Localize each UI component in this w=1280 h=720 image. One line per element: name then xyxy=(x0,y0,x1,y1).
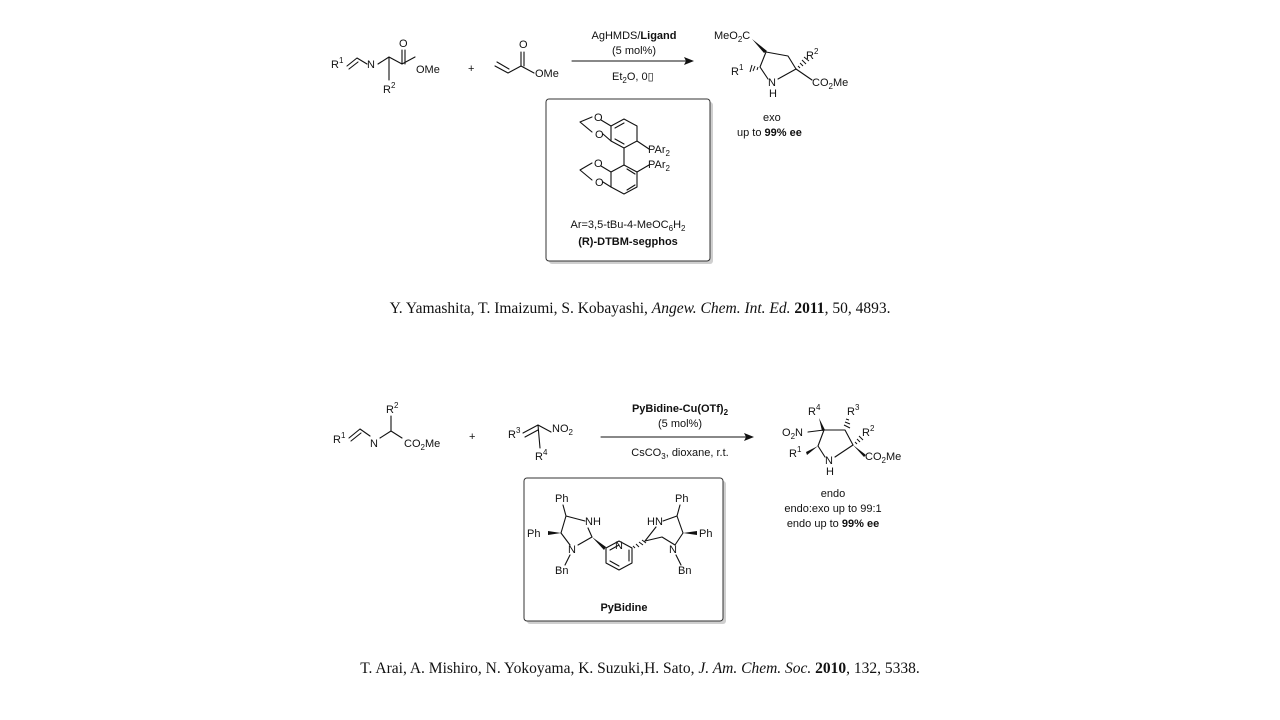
citation-1-journal: Angew. Chem. Int. Ed. xyxy=(651,300,791,317)
scheme2-product-ratio: endo:exo up to 99:1 xyxy=(784,503,881,515)
citation-2-journal: J. Am. Chem. Soc. xyxy=(698,660,812,677)
scheme1-product-pyrrolidine: MeO2C R2 CO2Me R1 N H exo up to 99% ee xyxy=(714,30,848,139)
scheme1-product-n: N xyxy=(768,77,776,89)
scheme2-r2-label: R2 xyxy=(386,401,399,416)
scheme2-r1-label: R1 xyxy=(333,431,346,446)
pybidine-ph-3: Ph xyxy=(675,493,688,505)
pybidine-nh-left: NH xyxy=(585,516,601,528)
scheme2-r4-label: R4 xyxy=(535,448,548,463)
scheme2-r3-label: R3 xyxy=(508,426,521,441)
scheme2-product-r4: R4 xyxy=(808,403,821,418)
scheme1-product-r2: R2 xyxy=(806,47,819,62)
scheme1-acrylate-o: O xyxy=(519,39,528,51)
scheme2-product-hash-r3 xyxy=(843,418,851,429)
scheme1-imine-n: N xyxy=(367,59,375,71)
scheme1-product-r1: R1 xyxy=(731,63,744,78)
scheme1-product-hash-r1 xyxy=(749,64,759,73)
scheme-2: R1 N R2 CO2Me + R3 NO2 R4 PyBidine-Cu(OT… xyxy=(333,401,901,624)
pybidine-bn-left: Bn xyxy=(555,565,568,577)
segphos-o-1: O xyxy=(594,112,603,124)
scheme1-reagent-label: AgHMDS/Ligand xyxy=(592,30,677,42)
citation-2-authors: T. Arai, A. Mishiro, N. Yokoyama, K. Suz… xyxy=(360,660,699,677)
scheme2-base-label: CsCO3, dioxane, r.t. xyxy=(631,447,728,461)
scheme2-product-r2: R2 xyxy=(862,424,875,439)
scheme2-product-n: N xyxy=(825,455,833,467)
segphos-par-1: PAr2 xyxy=(648,144,671,158)
scheme2-imino-ester: R1 N R2 CO2Me xyxy=(333,401,440,452)
scheme1-acrylate-ome: OMe xyxy=(535,68,559,80)
citation-2-volume-pages: , 132, 5338. xyxy=(846,660,920,677)
scheme2-catalyst-label: PyBidine-Cu(OTf)2 xyxy=(632,403,729,417)
citation-1-volume-pages: , 50, 4893. xyxy=(824,300,891,317)
scheme2-no2: NO2 xyxy=(552,423,574,437)
scheme2-co2me: CO2Me xyxy=(404,438,440,452)
pybidine-hash-right xyxy=(632,539,647,549)
scheme1-reaction-arrow: AgHMDS/Ligand (5 mol%) Et2O, 0▯ xyxy=(571,30,694,85)
segphos-o-4: O xyxy=(595,177,604,189)
scheme1-imino-ester: R1 N O OMe R2 xyxy=(331,38,440,96)
scheme1-ligand-box: O O PAr2 PAr2 O O Ar=3,5-tBu-4-MeOC6H2 (… xyxy=(545,98,713,264)
scheme2-product-note: endo xyxy=(821,488,845,500)
pybidine-hn-right: HN xyxy=(647,516,663,528)
citation-1-authors: Y. Yamashita, T. Imaizumi, S. Kobayashi, xyxy=(389,300,652,317)
pybidine-pyridine-n: N xyxy=(615,540,623,552)
scheme1-carbonyl-o: O xyxy=(399,38,408,50)
scheme1-product-co2me: CO2Me xyxy=(812,77,848,91)
scheme1-r2-label: R2 xyxy=(383,81,396,96)
pybidine-name: PyBidine xyxy=(600,602,647,614)
citation-2-year: 2010 xyxy=(815,660,847,677)
scheme1-product-note: exo xyxy=(763,112,781,124)
scheme2-product-r3: R3 xyxy=(847,403,860,418)
scheme1-product-hash-r2 xyxy=(797,56,810,69)
pybidine-ph-4: Ph xyxy=(699,528,712,540)
pybidine-ph-2: Ph xyxy=(527,528,540,540)
segphos-o-2: O xyxy=(595,129,604,141)
pybidine-n-left: N xyxy=(568,544,576,556)
scheme2-product-o2n: O2N xyxy=(782,427,803,441)
scheme1-methyl-acrylate: O OMe xyxy=(494,39,559,80)
scheme2-imine-n: N xyxy=(370,438,378,450)
scheme1-solvent-label: Et2O, 0▯ xyxy=(612,71,654,85)
scheme2-plus: + xyxy=(469,431,475,443)
segphos-o-3: O xyxy=(594,158,603,170)
scheme1-product-ee: up to 99% ee xyxy=(737,127,802,139)
segphos-name: (R)-DTBM-segphos xyxy=(578,236,678,248)
pybidine-ph-1: Ph xyxy=(555,493,568,505)
scheme2-product-r1: R1 xyxy=(789,445,802,460)
scheme-1: R1 N O OMe R2 + O OMe AgHMDS/Ligand (5 m… xyxy=(331,30,848,264)
citation-1-year: 2011 xyxy=(794,300,825,317)
scheme2-product-co2me: CO2Me xyxy=(865,451,901,465)
scheme1-ester-ome: OMe xyxy=(416,64,440,76)
scheme1-plus: + xyxy=(468,63,474,75)
pybidine-bn-right: Bn xyxy=(678,565,691,577)
scheme1-loading-label: (5 mol%) xyxy=(612,45,656,57)
segphos-ar-definition: Ar=3,5-tBu-4-MeOC6H2 xyxy=(571,219,687,233)
scheme2-product-ee: endo up to 99% ee xyxy=(787,518,879,530)
scheme1-r1-label: R1 xyxy=(331,56,344,71)
pybidine-n-right: N xyxy=(669,544,677,556)
scheme2-product-pyrrolidine: R4 R3 O2N R2 CO2Me R1 N H endo endo:exo … xyxy=(782,403,901,530)
scheme2-reaction-arrow: PyBidine-Cu(OTf)2 (5 mol%) CsCO3, dioxan… xyxy=(600,403,754,461)
scheme1-product-h: H xyxy=(769,88,777,100)
scheme2-nitroalkene: R3 NO2 R4 xyxy=(508,423,574,463)
scheme2-ligand-box: Ph NH Ph N Bn N HN Ph xyxy=(523,477,726,624)
segphos-par-2: PAr2 xyxy=(648,159,671,173)
scheme2-product-h: H xyxy=(826,466,834,478)
citation-1: Y. Yamashita, T. Imaizumi, S. Kobayashi,… xyxy=(0,300,1280,318)
scheme2-loading-label: (5 mol%) xyxy=(658,418,702,430)
scheme1-product-meo2c: MeO2C xyxy=(714,30,750,44)
scheme2-product-hash-r2 xyxy=(854,435,864,445)
citation-2: T. Arai, A. Mishiro, N. Yokoyama, K. Suz… xyxy=(0,660,1280,678)
